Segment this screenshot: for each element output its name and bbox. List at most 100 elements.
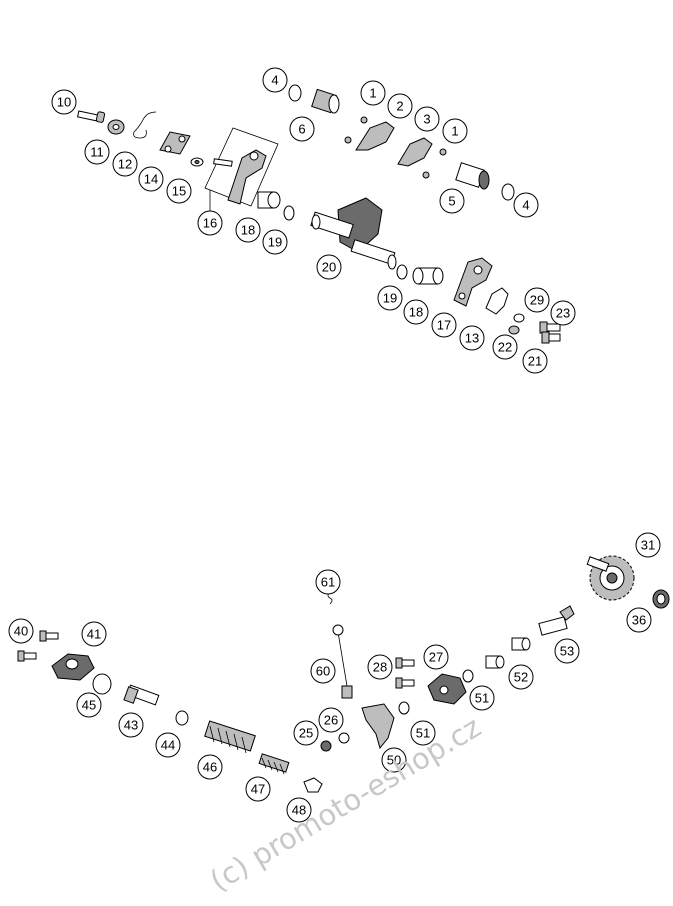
callout-10: 10 xyxy=(51,89,77,115)
callout-48: 48 xyxy=(286,797,312,823)
callout-number: 27 xyxy=(429,650,443,665)
part-spring-47 xyxy=(258,753,290,775)
callout-27: 27 xyxy=(423,644,449,670)
part-oring-4-upper xyxy=(288,84,302,102)
callout-47: 47 xyxy=(245,776,271,802)
callout-circle xyxy=(626,607,652,633)
part-guide-2 xyxy=(355,121,395,151)
part-flange-41 xyxy=(51,653,95,681)
callout-29: 29 xyxy=(524,287,550,313)
callout-46: 46 xyxy=(197,754,223,780)
part-washer-26 xyxy=(338,732,350,744)
part-nut-11 xyxy=(107,119,125,135)
callout-11: 11 xyxy=(84,139,110,165)
callout-20: 20 xyxy=(316,254,342,280)
callout-60: 60 xyxy=(310,658,336,684)
callout-circle xyxy=(554,638,580,664)
callout-number: 26 xyxy=(324,713,338,728)
callout-28: 28 xyxy=(367,654,393,680)
part-drum-20 xyxy=(310,197,397,270)
callout-circle xyxy=(155,732,181,758)
part-nut-25 xyxy=(320,740,332,752)
callout-number: 11 xyxy=(90,145,104,160)
callout-51: 51 xyxy=(410,720,436,746)
callout-circle xyxy=(197,210,223,236)
callout-circle xyxy=(138,166,164,192)
callout-circle xyxy=(524,287,550,313)
callout-number: 50 xyxy=(387,753,401,768)
callout-circle xyxy=(377,285,403,311)
callout-22: 22 xyxy=(492,334,518,360)
callout-circle xyxy=(51,89,77,115)
callout-19: 19 xyxy=(377,285,403,311)
callout-circle xyxy=(286,797,312,823)
callout-circle xyxy=(81,621,107,647)
part-bolts-40 xyxy=(17,630,59,662)
callout-number: 47 xyxy=(251,782,265,797)
part-bush-52 xyxy=(511,637,531,651)
callout-circle xyxy=(508,664,534,690)
callout-number: 14 xyxy=(144,172,158,187)
callout-number: 45 xyxy=(82,698,96,713)
callout-number: 18 xyxy=(241,223,255,238)
part-rod-60 xyxy=(332,624,353,699)
part-nut-22 xyxy=(508,325,520,335)
callout-circle xyxy=(522,348,548,374)
callout-number: 23 xyxy=(556,306,570,321)
callout-number: 3 xyxy=(423,112,430,127)
part-spring-46 xyxy=(204,720,256,754)
callout-circle xyxy=(410,720,436,746)
callout-12: 12 xyxy=(112,151,138,177)
upper-assembly xyxy=(77,84,561,344)
callout-26: 26 xyxy=(318,707,344,733)
callout-circle xyxy=(289,116,315,142)
callout-circle xyxy=(84,139,110,165)
callout-circle xyxy=(442,118,468,144)
callout-31: 31 xyxy=(635,532,661,558)
part-guide-3 xyxy=(397,137,433,167)
part-oring-45 xyxy=(92,673,112,695)
callout-41: 41 xyxy=(81,621,107,647)
callout-circle xyxy=(262,67,288,93)
callout-51: 51 xyxy=(469,685,495,711)
callout-circle xyxy=(112,151,138,177)
callout-43: 43 xyxy=(118,712,144,738)
lower-assembly xyxy=(17,555,670,793)
part-washer-15 xyxy=(190,157,204,167)
callout-number: 53 xyxy=(560,644,574,659)
callout-number: 12 xyxy=(118,157,132,172)
part-oring-19-upper xyxy=(283,205,295,221)
callout-number: 5 xyxy=(448,194,455,209)
part-oring-4-right xyxy=(501,183,515,201)
callout-circle xyxy=(469,685,495,711)
callout-6: 6 xyxy=(289,116,315,142)
callout-number: 36 xyxy=(632,613,646,628)
callout-number: 29 xyxy=(530,293,544,308)
callout-17: 17 xyxy=(431,312,457,338)
part-bushing-18-upper xyxy=(257,191,281,209)
callout-16: 16 xyxy=(197,210,223,236)
callout-number: 13 xyxy=(465,331,479,346)
part-shaft-53 xyxy=(538,605,575,636)
callout-number: 17 xyxy=(437,318,451,333)
part-oring-19-lower xyxy=(396,264,408,280)
callout-number: 20 xyxy=(322,260,336,275)
callout-circle xyxy=(367,654,393,680)
callout-number: 51 xyxy=(416,726,430,741)
callout-circle xyxy=(262,229,288,255)
callout-number: 21 xyxy=(528,354,542,369)
callout-3: 3 xyxy=(414,106,440,132)
callout-number: 52 xyxy=(514,670,528,685)
part-link-14 xyxy=(159,131,191,155)
callout-52: 52 xyxy=(508,664,534,690)
part-sleeve-6 xyxy=(311,88,340,114)
callout-number: 61 xyxy=(321,575,335,590)
callout-36: 36 xyxy=(626,607,652,633)
callout-13: 13 xyxy=(459,325,485,351)
callout-21: 21 xyxy=(522,348,548,374)
callout-14: 14 xyxy=(138,166,164,192)
part-spring-12 xyxy=(133,111,157,139)
callout-number: 18 xyxy=(409,305,423,320)
callout-circle xyxy=(315,569,341,595)
callout-circle xyxy=(293,720,319,746)
